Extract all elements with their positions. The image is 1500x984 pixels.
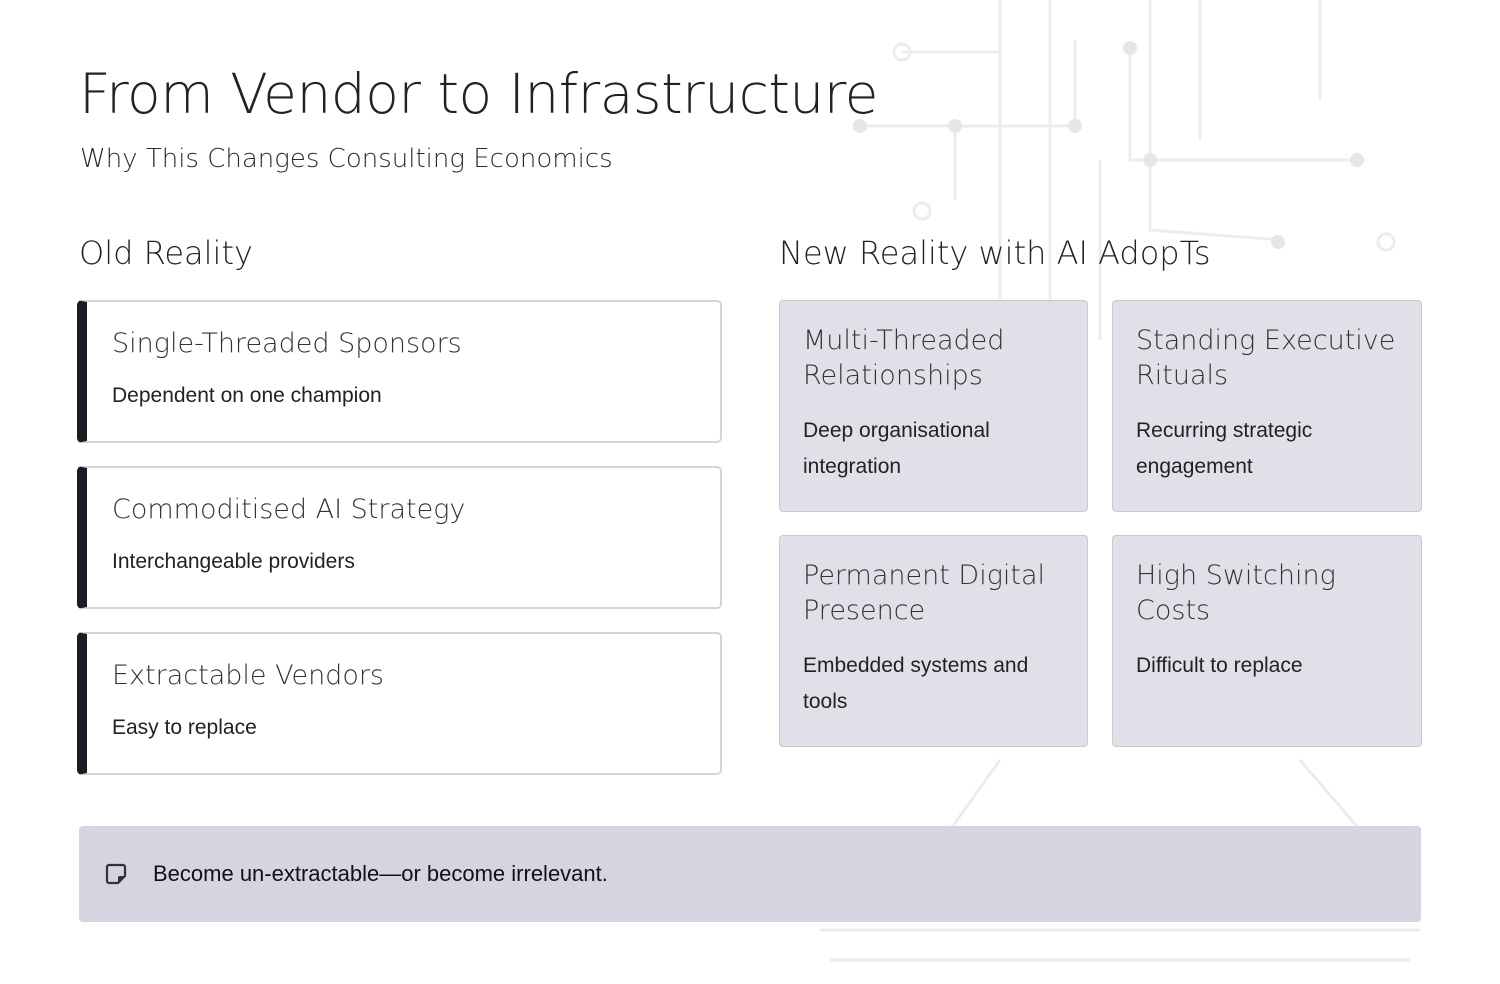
old-reality-card: Extractable Vendors Easy to replace xyxy=(77,632,722,775)
new-reality-card: Standing Executive Rituals Recurring str… xyxy=(1112,300,1422,512)
card-description: Dependent on one champion xyxy=(112,384,382,407)
card-description: Difficult to replace xyxy=(1136,654,1303,677)
sticky-note-icon xyxy=(105,863,127,885)
card-title: Multi-Threaded Relationships xyxy=(803,325,1005,391)
card-title: Commoditised AI Strategy xyxy=(112,494,466,525)
card-description: Easy to replace xyxy=(112,716,257,739)
card-title: Single-Threaded Sponsors xyxy=(112,328,462,359)
new-reality-card: Multi-Threaded Relationships Deep organi… xyxy=(779,300,1088,512)
old-reality-card: Commoditised AI Strategy Interchangeable… xyxy=(77,466,722,609)
card-title: Extractable Vendors xyxy=(112,660,385,691)
card-description: Interchangeable providers xyxy=(112,550,355,573)
card-description: Recurring strategic engagement xyxy=(1136,419,1313,478)
card-description: Deep organisational integration xyxy=(803,419,990,478)
card-title: High Switching Costs xyxy=(1136,560,1336,626)
new-reality-heading: New Reality with AI AdopTs xyxy=(779,234,1211,272)
old-reality-card: Single-Threaded Sponsors Dependent on on… xyxy=(77,300,722,443)
card-description: Embedded systems and tools xyxy=(803,654,1029,713)
banner-text: Become un-extractable—or become irreleva… xyxy=(153,861,608,886)
new-reality-card: High Switching Costs Difficult to replac… xyxy=(1112,535,1422,747)
page-subtitle: Why This Changes Consulting Economics xyxy=(80,144,613,174)
new-reality-card: Permanent Digital Presence Embedded syst… xyxy=(779,535,1088,747)
page-title: From Vendor to Infrastructure xyxy=(79,62,879,126)
card-title: Standing Executive Rituals xyxy=(1136,325,1396,391)
old-reality-heading: Old Reality xyxy=(79,234,253,272)
card-title: Permanent Digital Presence xyxy=(803,560,1046,626)
key-message-banner: Become un-extractable—or become irreleva… xyxy=(79,826,1421,922)
